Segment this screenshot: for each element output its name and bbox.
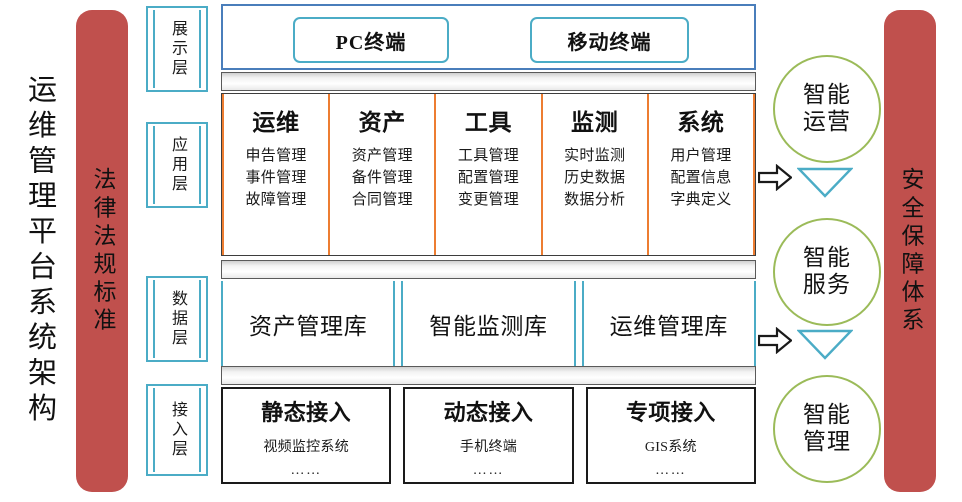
app-column-tools[interactable]: 工具 工具管理 配置管理 变更管理	[436, 94, 543, 255]
access-box-title: 专项接入	[625, 400, 716, 425]
access-box-title: 静态接入	[261, 400, 352, 425]
layer-label-application: 应用层	[146, 122, 208, 208]
access-box-title: 动态接入	[443, 400, 534, 425]
outcome-circle-line1: 智能	[802, 402, 852, 428]
app-column-item[interactable]: 申告管理	[245, 148, 307, 164]
access-box-dynamic[interactable]: 动态接入 手机终端 ……	[403, 387, 574, 484]
security-system-pillar: 安全保障体系	[884, 10, 936, 492]
layer-label-data: 数据层	[146, 276, 208, 362]
app-column-item[interactable]: 历史数据	[564, 169, 626, 186]
app-column-item[interactable]: 事件管理	[245, 169, 307, 186]
app-column-title: 监测	[571, 110, 619, 135]
layer-label-data-text: 数据层	[169, 289, 186, 349]
outcome-circle-line1: 智能	[802, 245, 852, 271]
outcome-circle-line1: 智能	[802, 82, 852, 108]
app-column-system[interactable]: 系统 用户管理 配置信息 字典定义	[649, 94, 756, 255]
outcome-circle-line2: 管理	[802, 429, 852, 454]
outcome-circle-intelligent-operations[interactable]: 智能 运营	[773, 55, 881, 163]
database-label: 智能监测库	[429, 313, 548, 339]
law-standards-label: 法律法规标准	[90, 166, 115, 336]
app-column-assets[interactable]: 资产 资产管理 备件管理 合同管理	[330, 94, 437, 255]
access-box-subtitle: GIS系统	[644, 440, 697, 455]
layer-label-application-text: 应用层	[169, 135, 186, 195]
terminal-mobile-label: 移动终端	[567, 31, 652, 54]
database-label: 运维管理库	[609, 313, 729, 339]
access-box-subtitle: 手机终端	[459, 440, 518, 455]
access-box-ellipsis: ……	[655, 463, 687, 478]
security-system-label: 安全保障体系	[898, 166, 923, 336]
app-column-item[interactable]: 变更管理	[457, 191, 520, 208]
layer-label-presentation-text: 展示层	[169, 19, 186, 79]
block-arrow-right-icon	[757, 326, 793, 359]
app-column-item[interactable]: 备件管理	[351, 169, 413, 186]
layer-label-presentation: 展示层	[146, 6, 208, 92]
app-column-operations[interactable]: 运维 申告管理 事件管理 故障管理	[222, 94, 331, 255]
main-stack: PC终端 移动终端 运维 申告管理 事件管理 故障管理 资产 资产管理 备件管理…	[221, 4, 756, 498]
outcome-circle-intelligent-service[interactable]: 智能 服务	[773, 218, 881, 326]
app-column-item[interactable]: 配置管理	[457, 169, 520, 186]
database-asset[interactable]: 资产管理库	[221, 281, 396, 366]
app-column-item[interactable]: 配置信息	[670, 169, 732, 186]
law-standards-pillar: 法律法规标准	[76, 10, 128, 492]
app-column-title: 运维	[252, 110, 300, 135]
app-column-item[interactable]: 数据分析	[564, 191, 626, 208]
outcome-circle-line2: 运营	[802, 109, 852, 134]
bus-bar-top	[221, 72, 756, 91]
app-column-item[interactable]: 字典定义	[670, 191, 732, 208]
data-layer: 资产管理库 智能监测库 运维管理库	[221, 281, 756, 366]
application-layer: 运维 申告管理 事件管理 故障管理 资产 资产管理 备件管理 合同管理 工具 工…	[221, 93, 756, 256]
presentation-layer: PC终端 移动终端	[221, 4, 756, 70]
bus-bar-middle	[221, 260, 756, 279]
database-label: 资产管理库	[248, 313, 368, 339]
page-title-text: 运维管理平台系统架构	[23, 74, 56, 428]
app-column-title: 工具	[464, 110, 513, 135]
outcome-circle-line2: 服务	[802, 272, 852, 297]
app-column-item[interactable]: 工具管理	[457, 148, 520, 164]
terminal-pc-label: PC终端	[335, 31, 407, 54]
app-column-item[interactable]: 故障管理	[245, 191, 307, 208]
database-monitoring[interactable]: 智能监测库	[401, 281, 576, 366]
app-column-title: 系统	[677, 110, 725, 135]
layer-label-access-text: 接入层	[169, 400, 186, 460]
app-column-item[interactable]: 资产管理	[351, 148, 413, 164]
app-column-monitoring[interactable]: 监测 实时监测 历史数据 数据分析	[543, 94, 649, 255]
layer-label-access: 接入层	[146, 384, 208, 476]
access-layer: 静态接入 视频监控系统 …… 动态接入 手机终端 …… 专项接入 GIS系统 ……	[221, 387, 756, 484]
block-arrow-right-icon	[757, 163, 793, 196]
app-column-title: 资产	[358, 110, 406, 135]
app-column-item[interactable]: 合同管理	[351, 191, 413, 208]
database-operations[interactable]: 运维管理库	[581, 281, 756, 366]
access-box-static[interactable]: 静态接入 视频监控系统 ……	[221, 387, 392, 484]
app-column-item[interactable]: 用户管理	[670, 148, 732, 164]
access-box-special[interactable]: 专项接入 GIS系统 ……	[585, 387, 756, 484]
access-box-subtitle: 视频监控系统	[263, 440, 349, 455]
outcome-circle-intelligent-management[interactable]: 智能 管理	[773, 375, 881, 483]
access-box-ellipsis: ……	[472, 463, 505, 478]
access-box-ellipsis: ……	[290, 463, 322, 478]
bus-bar-bottom	[221, 366, 756, 385]
app-column-item[interactable]: 实时监测	[564, 148, 626, 164]
page-title: 运维管理平台系统架构	[8, 6, 70, 496]
terminal-pc[interactable]: PC终端	[293, 17, 449, 63]
terminal-mobile[interactable]: 移动终端	[530, 17, 689, 63]
